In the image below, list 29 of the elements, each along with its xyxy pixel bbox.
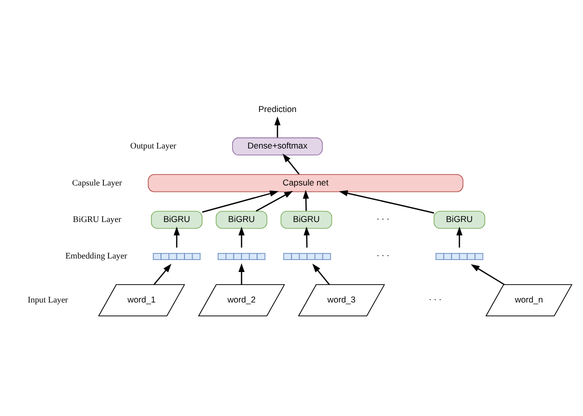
arrow xyxy=(312,263,330,284)
arrow xyxy=(174,226,180,248)
arrow xyxy=(274,116,281,137)
label: Embedding Layer xyxy=(65,250,128,260)
arrow xyxy=(238,262,245,284)
arrow xyxy=(256,190,293,212)
arrow xyxy=(338,190,434,214)
label: Output Layer xyxy=(130,140,176,150)
arrow xyxy=(304,226,310,248)
node-box: BiGRU xyxy=(280,210,332,228)
arrow xyxy=(238,226,245,248)
arrow xyxy=(470,264,505,285)
label: BiGRU Layer xyxy=(72,214,122,224)
node-box: Dense+softmax xyxy=(232,136,323,155)
node-box: BiGRU xyxy=(150,210,202,228)
arrow xyxy=(154,263,172,284)
arrow xyxy=(202,190,279,212)
node-box: Capsule net xyxy=(148,174,464,192)
node-box: BiGRU xyxy=(216,210,268,228)
arrow xyxy=(282,153,300,174)
label: · · · xyxy=(376,250,390,260)
label: Capsule Layer xyxy=(72,176,122,187)
label: · · · xyxy=(376,214,390,224)
arrow xyxy=(456,226,462,248)
label: · · · xyxy=(428,294,442,304)
arrow xyxy=(302,189,309,210)
label: Input Layer xyxy=(28,294,68,304)
node-text: Prediction xyxy=(258,103,297,114)
node-box: BiGRU xyxy=(434,210,486,228)
